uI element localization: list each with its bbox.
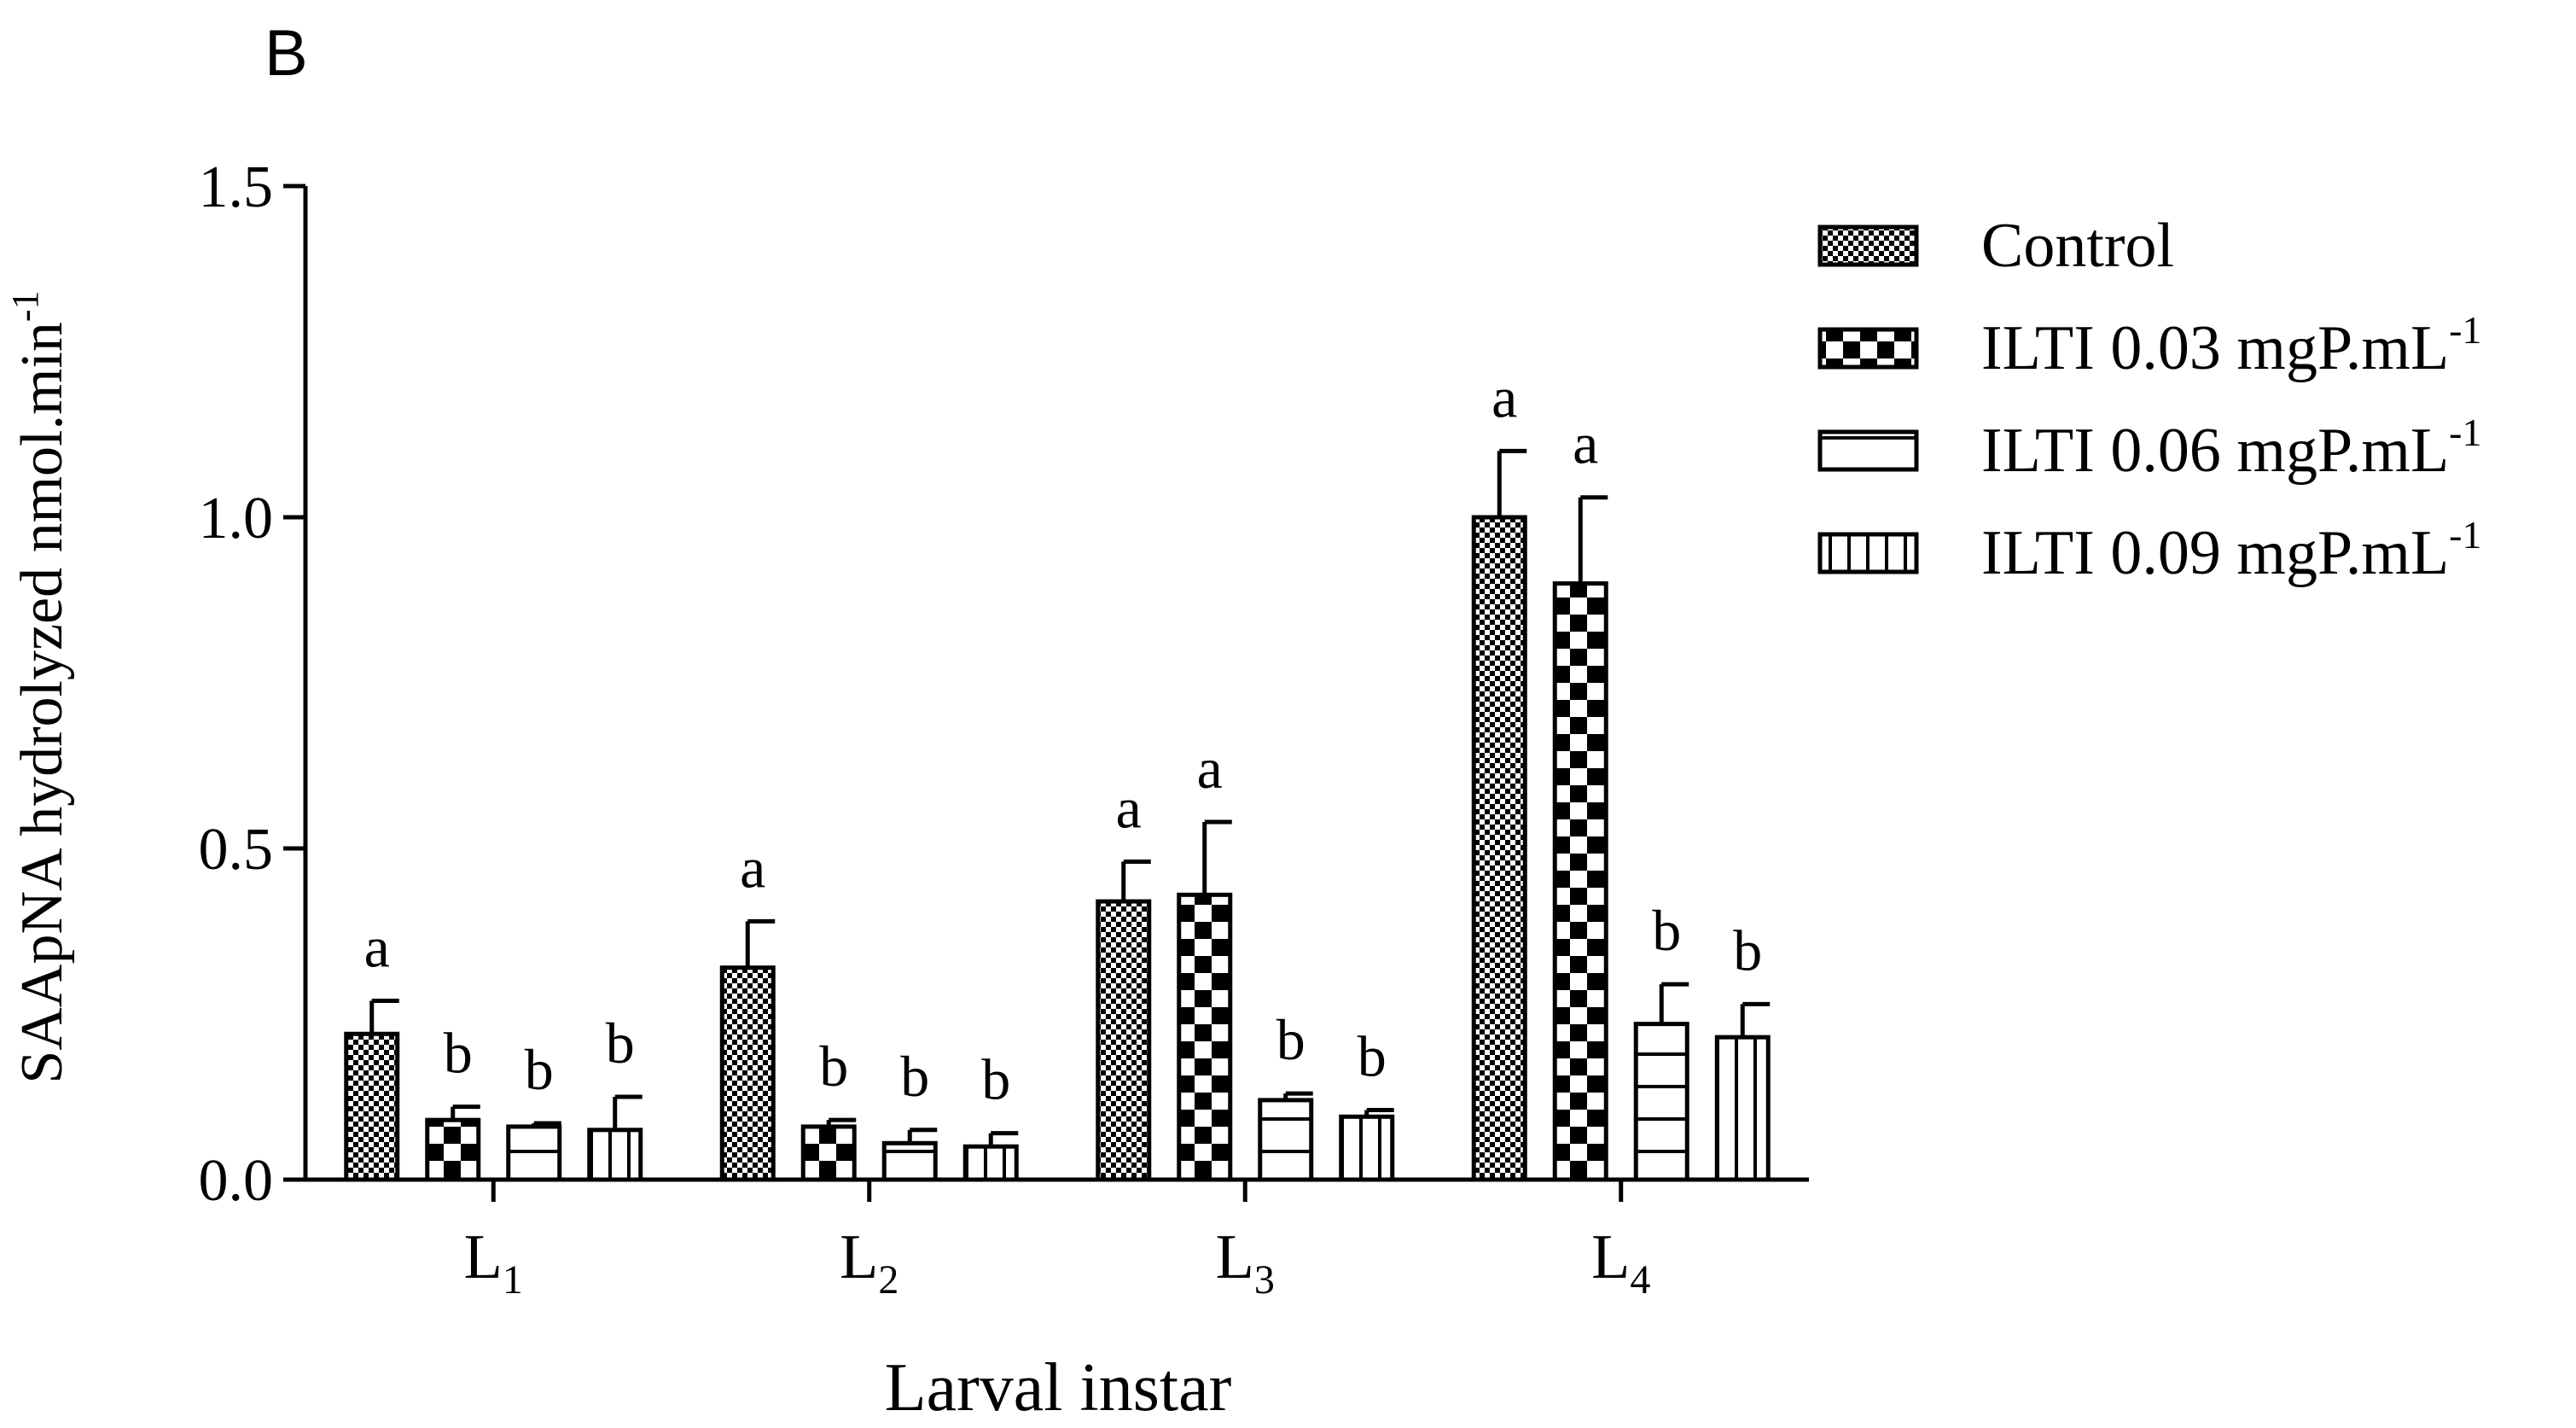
legend-label: Control: [1981, 211, 2174, 281]
x-tick-label: L4: [1591, 1222, 1650, 1303]
significance-letter: b: [525, 1037, 554, 1102]
legend-swatch: [1817, 224, 1919, 267]
significance-letter: b: [981, 1047, 1010, 1112]
x-axis-label: Larval instar: [885, 1350, 1231, 1425]
significance-letter: a: [364, 914, 390, 979]
significance-letter: a: [1197, 736, 1223, 801]
bar: [881, 1140, 938, 1182]
bar: [587, 1128, 643, 1182]
legend-label: ILTI 0.06 mgP.mL-1: [1981, 411, 2482, 486]
y-axis-label: SAApNA hydrolyzed nmol.min-1: [4, 290, 75, 1083]
bar: [1258, 1098, 1314, 1182]
significance-letter: b: [900, 1044, 929, 1109]
legend-label: ILTI 0.09 mgP.mL-1: [1981, 513, 2482, 588]
significance-letter: a: [1116, 776, 1142, 841]
y-tick-label: 0.0: [199, 1148, 274, 1214]
bar: [800, 1124, 857, 1182]
significance-letter: b: [1358, 1024, 1387, 1089]
legend-swatch: [1817, 532, 1919, 574]
y-tick-label: 0.5: [199, 817, 274, 883]
bar: [344, 1031, 400, 1182]
bar: [1552, 581, 1608, 1182]
bar: [1339, 1114, 1395, 1182]
bar: [962, 1144, 1019, 1182]
panel-label: B: [265, 17, 308, 90]
x-tick-label: L2: [840, 1222, 898, 1303]
significance-letter: b: [1276, 1007, 1305, 1072]
bar: [1471, 515, 1527, 1182]
legend-label: ILTI 0.03 mgP.mL-1: [1981, 308, 2482, 383]
bar: [1096, 899, 1152, 1182]
significance-letter: a: [1573, 411, 1598, 476]
bar: [719, 965, 776, 1182]
legend-swatch: [1817, 429, 1919, 472]
x-tick-label: L3: [1216, 1222, 1275, 1303]
significance-letter: b: [819, 1034, 848, 1099]
significance-letter: b: [606, 1011, 635, 1075]
bar: [1177, 892, 1233, 1182]
significance-letter: b: [1733, 918, 1762, 982]
y-tick-label: 1.0: [199, 486, 274, 551]
x-tick-label: L1: [464, 1222, 523, 1303]
bar: [1714, 1035, 1771, 1182]
significance-letter: b: [1652, 898, 1681, 963]
bar: [1633, 1022, 1689, 1182]
significance-letter: b: [444, 1021, 473, 1086]
significance-letter: a: [1492, 364, 1517, 429]
bar: [506, 1124, 562, 1182]
legend-swatch: [1817, 327, 1919, 370]
bar: [425, 1117, 481, 1182]
significance-letter: a: [740, 835, 765, 900]
y-tick-label: 1.5: [199, 154, 274, 220]
